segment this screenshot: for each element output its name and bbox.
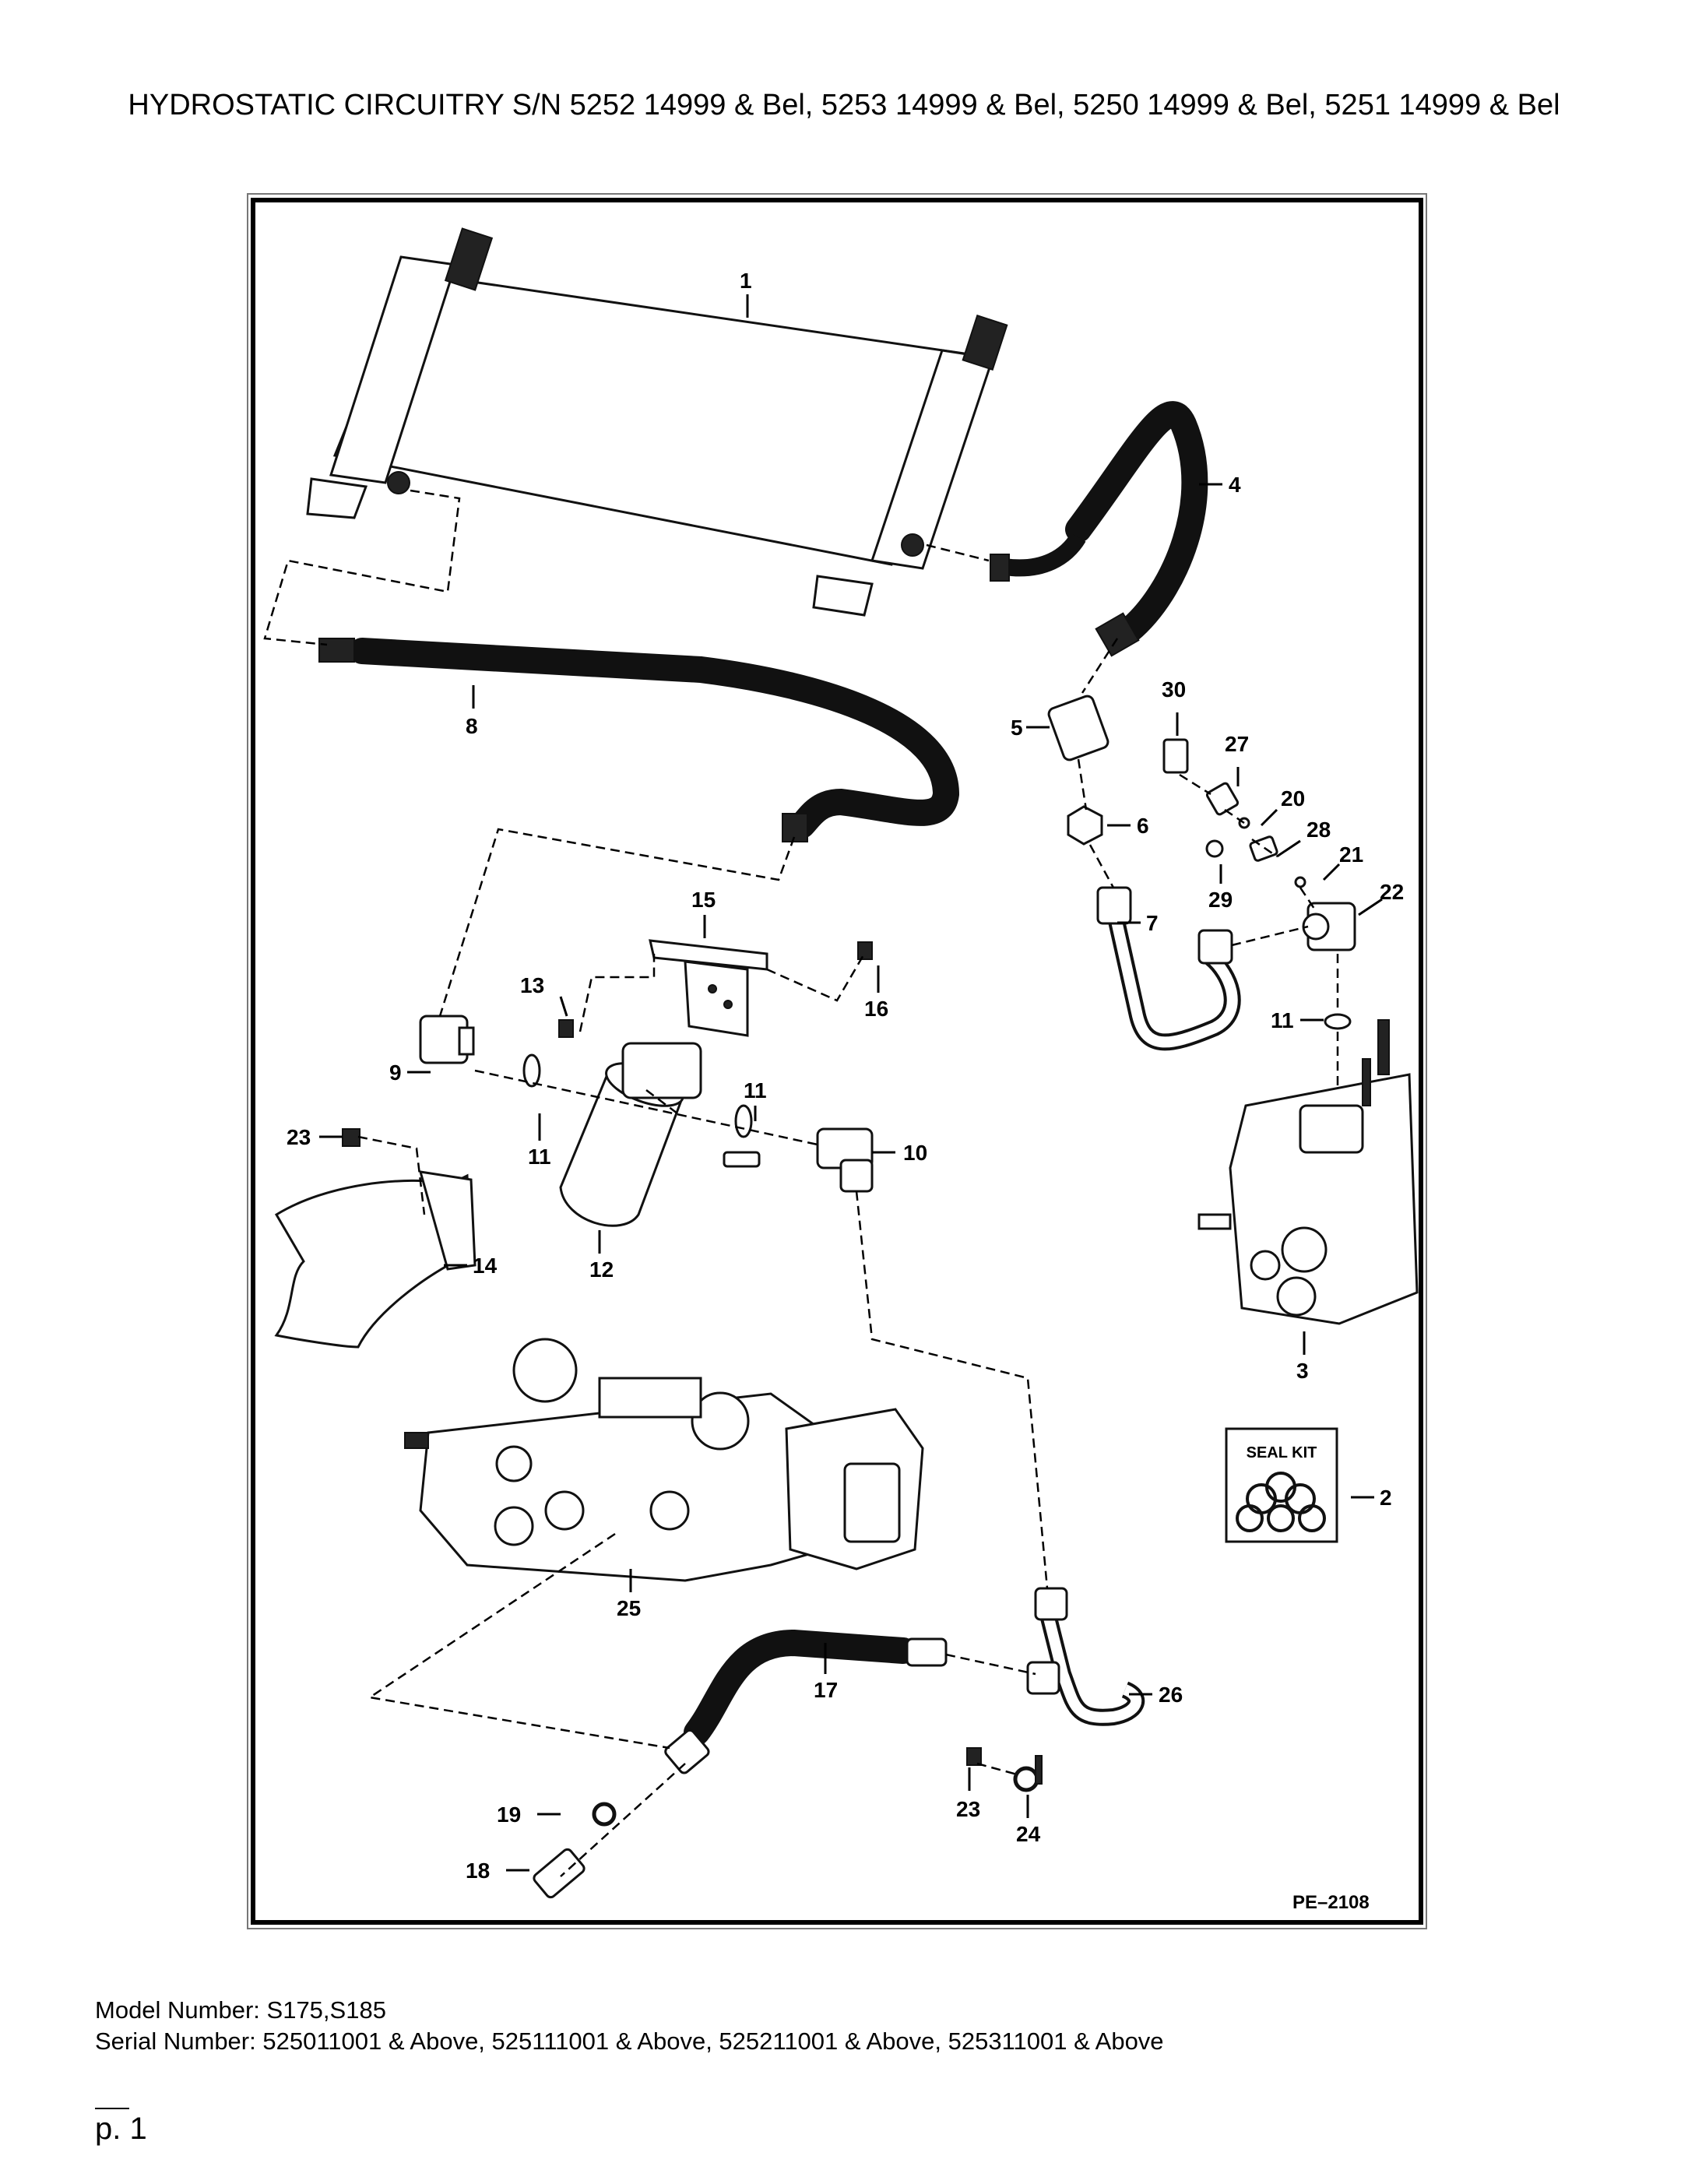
callout-29: 29 xyxy=(1208,888,1233,912)
diagram-inner-frame xyxy=(251,198,1423,1925)
oil-cooler xyxy=(306,227,1008,617)
callout-25: 25 xyxy=(617,1596,641,1620)
callout-5: 5 xyxy=(1011,716,1023,740)
callout-16: 16 xyxy=(864,997,888,1021)
hose-17 xyxy=(664,1629,948,1774)
callout-26: 26 xyxy=(1159,1683,1183,1707)
callout-28: 28 xyxy=(1306,818,1331,842)
fitting-18 xyxy=(533,1848,586,1899)
callout-9: 9 xyxy=(389,1060,402,1085)
bracket-15 xyxy=(649,939,768,1037)
bolt-16 xyxy=(857,941,873,960)
shield-14 xyxy=(274,1170,477,1349)
callout-23-left: 23 xyxy=(287,1125,311,1149)
callout-2: 2 xyxy=(1380,1486,1392,1510)
control-valve-3 xyxy=(1197,1019,1419,1325)
callout-24: 24 xyxy=(1016,1822,1041,1846)
callout-30: 30 xyxy=(1162,677,1186,702)
pump-25 xyxy=(404,1338,924,1582)
page-number: p. 1 xyxy=(95,2112,147,2146)
model-number: Model Number: S175,S185 xyxy=(95,1996,386,2024)
callout-13: 13 xyxy=(520,973,544,997)
callout-4: 4 xyxy=(1229,473,1241,497)
callout-15: 15 xyxy=(691,888,716,912)
callout-10: 10 xyxy=(903,1141,927,1165)
serial-number: Serial Number: 525011001 & Above, 525111… xyxy=(95,2027,1164,2055)
nut-6 xyxy=(1067,805,1103,846)
page-title: HYDROSTATIC CIRCUITRY S/N 5252 14999 & B… xyxy=(128,89,1560,121)
bolt-13 xyxy=(558,1019,574,1038)
elbow-22 xyxy=(1302,902,1356,951)
o-ring-11a xyxy=(522,1053,541,1088)
callout-8: 8 xyxy=(466,714,478,738)
callout-21: 21 xyxy=(1339,842,1363,867)
elbow-10 xyxy=(816,1127,874,1193)
callout-11-top: 11 xyxy=(1271,1008,1294,1032)
o-ring-11b xyxy=(734,1104,753,1138)
o-ring-19 xyxy=(592,1802,617,1827)
callout-3: 3 xyxy=(1296,1359,1309,1383)
callout-12: 12 xyxy=(589,1257,614,1282)
small-fittings xyxy=(1162,738,1352,1030)
filter-12 xyxy=(559,1042,761,1227)
hose-4 xyxy=(990,401,1208,657)
callout-14: 14 xyxy=(473,1254,498,1278)
callout-23-bottom: 23 xyxy=(956,1797,980,1821)
bolt-23b xyxy=(966,1747,982,1766)
callout-1: 1 xyxy=(740,269,752,293)
callout-11-left: 11 xyxy=(528,1145,551,1169)
diagram-outer-frame xyxy=(247,193,1427,1929)
drawing-code: PE–2108 xyxy=(1292,1892,1370,1913)
callout-19: 19 xyxy=(497,1802,521,1827)
clamp-24 xyxy=(1013,1755,1043,1792)
callout-27: 27 xyxy=(1225,732,1249,756)
seal-kit-label: SEAL KIT xyxy=(1247,1444,1317,1461)
callout-6: 6 xyxy=(1137,814,1149,838)
tube-7 xyxy=(1096,886,1241,1051)
callout-20: 20 xyxy=(1281,786,1305,811)
bolt-23a xyxy=(342,1128,360,1147)
callout-18: 18 xyxy=(466,1859,490,1883)
seal-kit-2 xyxy=(1225,1427,1338,1543)
callout-labels: 1 2 3 4 5 6 7 8 9 10 11 11 11 12 13 14 1… xyxy=(287,269,1404,1883)
callout-leaders xyxy=(319,294,1383,1872)
dashed-connections xyxy=(263,489,1339,1877)
callout-22: 22 xyxy=(1380,880,1404,904)
callout-11-right: 11 xyxy=(744,1078,767,1103)
footer-rule xyxy=(95,2108,129,2109)
elbow-5 xyxy=(1047,695,1110,761)
hose-8 xyxy=(318,638,960,842)
tube-26 xyxy=(1026,1587,1145,1726)
callout-7: 7 xyxy=(1146,911,1159,935)
callout-17: 17 xyxy=(814,1678,838,1702)
elbow-9 xyxy=(419,1015,475,1064)
